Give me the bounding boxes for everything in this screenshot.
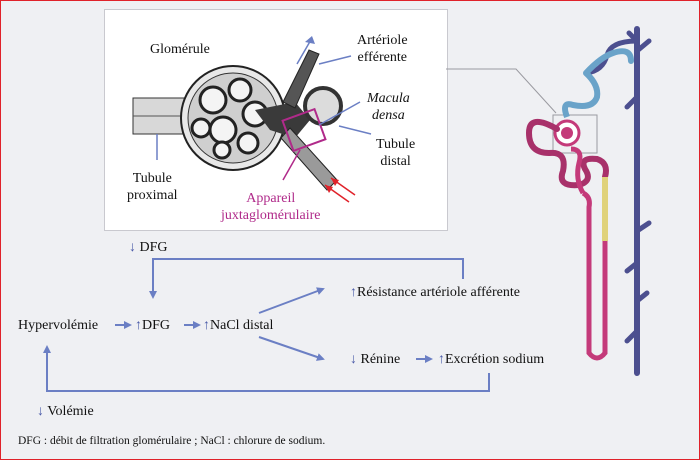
up-arrow-icon: ↑ (203, 318, 210, 333)
glomerulus-illustration-panel: Glomérule Artériole efférente Macula den… (104, 9, 448, 231)
up-arrow-icon: ↑ (438, 352, 445, 367)
node-hypervolemie: Hypervolémie (18, 318, 99, 333)
footnote: DFG : débit de filtration glomérulaire ;… (18, 435, 326, 447)
up-arrow-icon: ↑ (350, 285, 357, 300)
node-volemie: ↓ Volémie (37, 404, 94, 419)
glomerulus-illustration (132, 36, 372, 203)
label-arteriole-efferente: Artériole efférente (357, 33, 408, 65)
down-arrow-icon: ↓ (37, 404, 44, 419)
down-arrow-icon: ↓ (129, 240, 136, 255)
node-resistance: ↑Résistance artériole afférente (350, 285, 520, 300)
label-appareil-juxtaglomerulaire: Appareil juxtaglomérulaire (221, 191, 321, 223)
node-excretion: ↑Excrétion sodium (438, 352, 545, 367)
node-renine: ↓ Rénine (350, 352, 401, 367)
label-glomerule: Glomérule (150, 42, 210, 57)
up-arrow-icon: ↑ (135, 318, 142, 333)
node-dfg-up: ↑DFG (135, 318, 171, 333)
label-macula-densa: Macula densa (367, 91, 410, 123)
label-tubule-distal: Tubule distal (376, 137, 416, 169)
node-dfg-down: ↓ DFG (129, 240, 168, 255)
down-arrow-icon: ↓ (350, 352, 357, 367)
node-nacl-distal: ↑NaCl distal (203, 318, 274, 333)
label-tubule-proximal: Tubule proximal (127, 171, 178, 203)
